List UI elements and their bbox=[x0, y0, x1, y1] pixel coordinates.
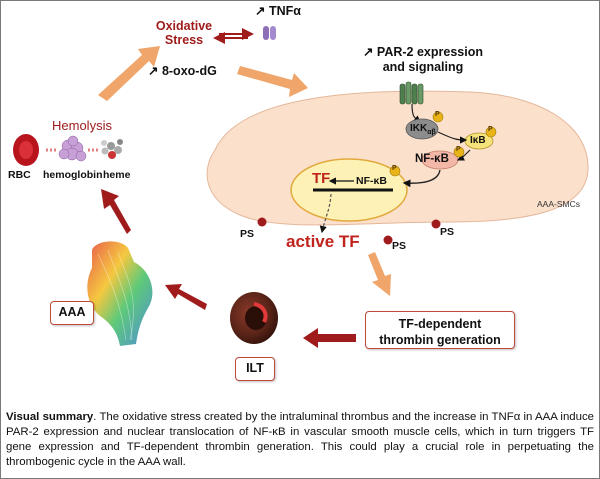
caption-title: Visual summary bbox=[6, 411, 94, 423]
aaa-box: AAA bbox=[50, 301, 94, 325]
red-arrows bbox=[101, 189, 356, 348]
par2-label: ↗ PAR-2 expression and signaling bbox=[362, 45, 483, 74]
ps-label-1: PS bbox=[240, 228, 255, 240]
visual-summary-caption: Visual summary. The oxidative stress cre… bbox=[6, 410, 594, 470]
oxo-dg-label: ↗ 8-oxo-dG bbox=[148, 64, 217, 78]
tnf-molecule bbox=[263, 26, 276, 40]
ikk-text: IKK bbox=[410, 123, 428, 134]
ps-label-3: PS bbox=[440, 226, 455, 238]
phospho-label-nucleus: P bbox=[392, 165, 397, 172]
ikb-label: IκB bbox=[470, 135, 486, 146]
cell-type-label: AAA-SMCs bbox=[537, 199, 580, 209]
tf-gene-label: TF bbox=[312, 170, 331, 187]
ikk-subscript: αβ bbox=[427, 129, 436, 136]
active-tf-label: active TF bbox=[286, 232, 360, 251]
caption-text: . The oxidative stress created by the in… bbox=[6, 411, 594, 468]
hemoglobin-icon bbox=[58, 135, 87, 162]
rbc-label: RBC bbox=[8, 169, 31, 181]
par2-receptor bbox=[399, 81, 424, 105]
nfkb-nucleus-label: NF-κB bbox=[356, 175, 387, 187]
phospho-label-ikb: P bbox=[488, 126, 493, 133]
phospho-label-ikk: P bbox=[435, 111, 440, 118]
heme-icon bbox=[101, 139, 123, 159]
oxidative-stress-label: Oxidative Stress bbox=[155, 19, 213, 47]
nfkb-cytoplasm-label: NF-κB bbox=[415, 153, 449, 165]
heme-label: heme bbox=[103, 169, 131, 181]
ikk-complex bbox=[405, 118, 439, 140]
phospho-label-nfkb: P bbox=[456, 146, 461, 153]
aaa-aneurysm-image bbox=[87, 241, 153, 346]
hemolysis-label: Hemolysis bbox=[52, 118, 112, 133]
ps-label-2: PS bbox=[392, 240, 407, 252]
hemoglobin-label: hemoglobin bbox=[43, 169, 103, 181]
tnf-label: ↗ TNFα bbox=[255, 4, 301, 18]
orange-arrows bbox=[98, 46, 391, 296]
ilt-box: ILT bbox=[235, 357, 275, 381]
ilt-thrombus-image bbox=[230, 292, 278, 344]
thrombin-generation-box: TF-dependent thrombin generation bbox=[365, 311, 515, 349]
ps-dots bbox=[257, 217, 441, 245]
ikk-label: IKKαβ bbox=[410, 123, 436, 136]
phospho-circles bbox=[389, 111, 497, 177]
rbc-icon bbox=[13, 134, 39, 166]
